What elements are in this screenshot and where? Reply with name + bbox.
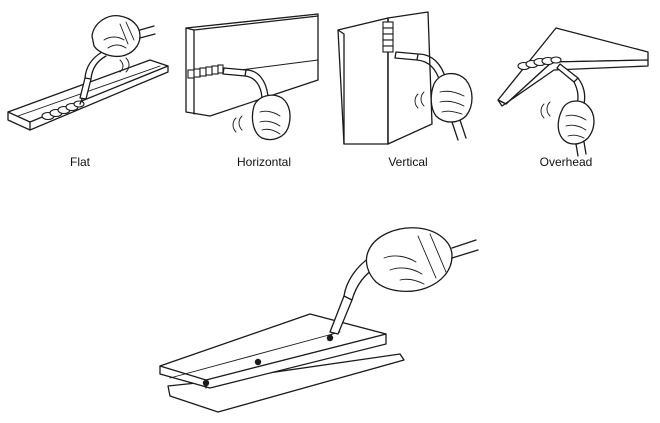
vertical-plate-right xyxy=(387,11,433,145)
flat-plate xyxy=(7,59,169,131)
vertical-gloved-hand-icon xyxy=(430,73,473,141)
horizontal-weld-bead-icon xyxy=(187,64,224,79)
overhead-gloved-hand-icon xyxy=(557,100,595,157)
vertical-caption: Vertical xyxy=(388,155,427,169)
flat-weld-bead-icon xyxy=(41,100,85,121)
overhead-weld-bead-icon xyxy=(517,56,562,71)
overhead-welding-gun-icon xyxy=(556,63,586,107)
vertical-position-illustration: Vertical xyxy=(337,11,473,169)
tack-weld-icon xyxy=(254,358,262,366)
overhead-position-illustration: Overhead xyxy=(497,27,649,169)
horizontal-position-illustration: Horizontal xyxy=(185,13,319,169)
tack-weld-illustration xyxy=(159,227,479,413)
flat-welding-gun-icon xyxy=(79,51,107,105)
horizontal-caption: Horizontal xyxy=(237,155,291,169)
tack-gloved-hand-icon xyxy=(365,227,479,293)
tack-plate-front xyxy=(159,313,387,389)
horizontal-gloved-hand-icon xyxy=(251,94,291,141)
tack-seam xyxy=(169,331,341,379)
tack-weld-icon xyxy=(202,379,210,387)
horizontal-welding-gun-icon xyxy=(222,67,269,99)
flat-position-illustration: Flat xyxy=(7,15,169,169)
overhead-plate-lower xyxy=(497,59,649,107)
vertical-plate-left xyxy=(337,17,389,145)
flat-gloved-hand-icon xyxy=(91,15,156,58)
vertical-weld-bead-icon xyxy=(382,21,394,53)
flat-caption: Flat xyxy=(70,155,91,169)
overhead-caption: Overhead xyxy=(540,155,593,169)
